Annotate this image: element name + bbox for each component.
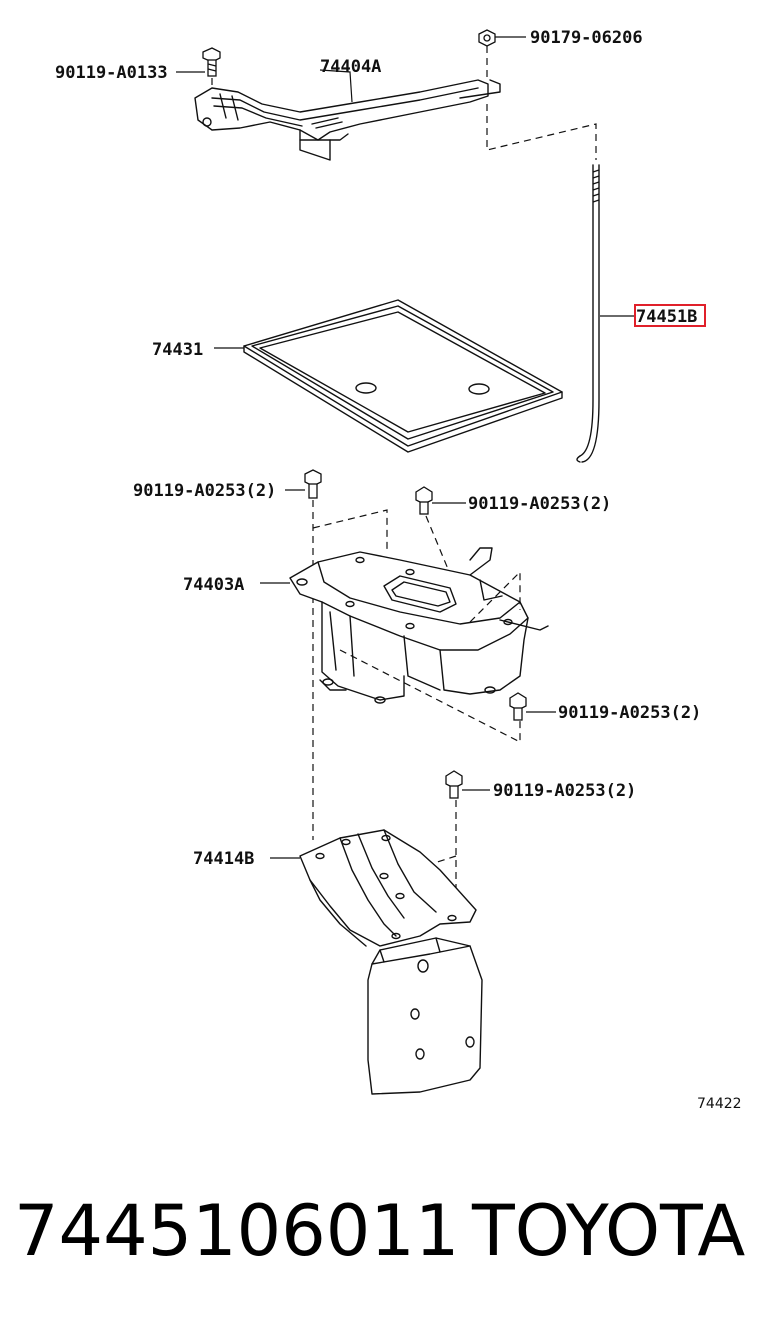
label-tray: 74431 xyxy=(152,340,203,360)
bolt-top-left-icon xyxy=(202,47,221,77)
label-bolt-mid-left: 90119-A0253(2) xyxy=(133,481,276,501)
label-bolt-mid-right: 90119-A0253(2) xyxy=(558,703,701,723)
bolt-mid-right-icon xyxy=(509,692,527,721)
highlight-box xyxy=(634,304,706,327)
label-bolt-top-left: 90119-A0133 xyxy=(55,63,168,83)
battery-tray-part xyxy=(243,299,563,453)
label-bracket: 74414B xyxy=(193,849,254,869)
battery-rod-part xyxy=(576,164,600,463)
label-clamp: 74404A xyxy=(320,57,381,77)
label-plate: 74422 xyxy=(697,1096,742,1112)
bolt-mid-center-icon xyxy=(415,486,433,515)
footer-brand: TOYOTA xyxy=(471,1190,745,1272)
label-carrier: 74403A xyxy=(183,575,244,595)
label-nut-top-right: 90179-06206 xyxy=(530,28,643,48)
battery-carrier-part xyxy=(289,547,549,704)
nut-top-right-icon xyxy=(478,29,496,47)
battery-clamp-part xyxy=(194,79,501,161)
mounting-plate-part xyxy=(367,937,483,1095)
label-rod: 74451B xyxy=(636,307,697,327)
label-bolt-mid-center: 90119-A0253(2) xyxy=(468,494,611,514)
footer-part-number: 7445106011 xyxy=(14,1190,459,1272)
bolt-mid-left-icon xyxy=(304,469,322,499)
bolt-lower-icon xyxy=(445,770,463,799)
label-bolt-lower: 90119-A0253(2) xyxy=(493,781,636,801)
battery-bracket-part xyxy=(299,829,477,947)
